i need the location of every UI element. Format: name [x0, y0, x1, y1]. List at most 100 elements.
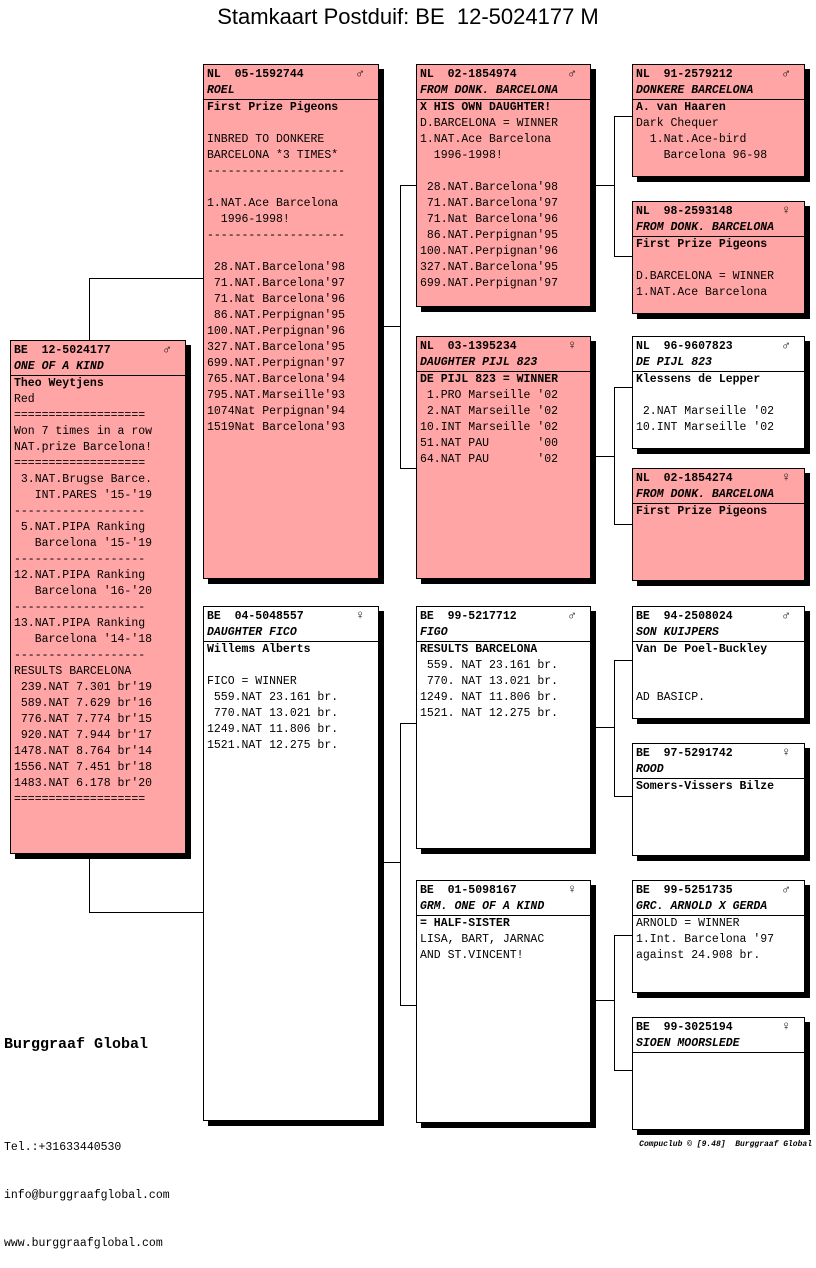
ring-number-text: BE 97-5291742 — [636, 747, 733, 760]
pedigree-notes: Dark Chequer 1.Nat.Ace-bird Barcelona 96… — [633, 116, 804, 164]
note-line: 795.NAT.Marseille'93 — [207, 389, 346, 402]
sex-icon: ♀ — [782, 745, 790, 760]
note-line — [636, 674, 801, 690]
ring-number: BE 99-3025194♀ — [633, 1019, 804, 1036]
note-line: FICO = WINNER — [207, 675, 297, 688]
sex-icon: ♂ — [568, 608, 576, 623]
owner-line: First Prize Pigeons — [636, 238, 768, 251]
sex-icon: ♀ — [782, 203, 790, 218]
pigeon-card-ggp-8[interactable]: BE 99-3025194♀SIOEN MOORSLEDE — [632, 1017, 805, 1130]
note-line: 770. NAT 13.021 br. — [420, 675, 559, 688]
note-line — [420, 164, 587, 180]
ring-number: NL 02-1854974♂ — [417, 66, 590, 83]
pigeon-name: FIGO — [417, 625, 590, 642]
ring-number: BE 04-5048557♀ — [204, 608, 378, 625]
pigeon-name: FROM DONK. BARCELONA — [633, 220, 804, 237]
note-line: =================== — [14, 457, 146, 470]
brand-name: Burggraaf Global — [4, 1036, 149, 1053]
pigeon-card-maternal-grandmother[interactable]: BE 01-5098167♀GRM. ONE OF A KIND= HALF-S… — [416, 880, 591, 1123]
note-line: 3.NAT.Brugse Barce. — [14, 473, 153, 486]
ring-number-text: BE 94-2508024 — [636, 610, 733, 623]
pigeon-name: GRC. ARNOLD X GERDA — [633, 899, 804, 916]
contact-website[interactable]: www.burggraafglobal.com — [4, 1237, 163, 1250]
note-line: 71.NAT.Barcelona'97 — [207, 277, 346, 290]
connector — [400, 468, 416, 469]
owner-line: Klessens de Lepper — [636, 373, 761, 386]
note-line: 10.INT Marseille '02 — [420, 421, 559, 434]
ring-number: NL 96-9607823♂ — [633, 338, 804, 355]
pedigree-notes: FICO = WINNER 559.NAT 23.161 br. 770.NAT… — [204, 658, 378, 754]
pigeon-name: GRM. ONE OF A KIND — [417, 899, 590, 916]
connector — [594, 727, 614, 728]
connector — [89, 912, 203, 913]
page-title: Stamkaart Postduif: BE 12-5024177 M — [217, 4, 599, 29]
ring-number-text: NL 96-9607823 — [636, 340, 733, 353]
note-line: 1.NAT.Ace Barcelona — [420, 133, 552, 146]
note-line: NAT.prize Barcelona! — [14, 441, 153, 454]
note-line — [207, 658, 375, 674]
note-line: RESULTS BARCELONA — [14, 665, 132, 678]
note-line: 699.NAT.Perpignan'97 — [420, 277, 559, 290]
note-line: Barcelona '16-'20 — [14, 585, 153, 598]
note-line: 1521. NAT 12.275 br. — [420, 707, 559, 720]
connector — [614, 116, 615, 256]
connector — [614, 796, 632, 797]
ring-number: NL 02-1854274♀ — [633, 470, 804, 487]
note-line: ------------------- — [14, 649, 146, 662]
ring-number: BE 99-5217712 ♂ — [417, 608, 590, 625]
sex-icon: ♂ — [568, 66, 576, 81]
ring-number-text: NL 03-1395234 — [420, 340, 517, 353]
connector — [614, 116, 632, 117]
sex-icon: ♂ — [163, 342, 171, 357]
note-line: 1.Nat.Ace-bird — [636, 133, 747, 146]
connector — [400, 723, 401, 1005]
note-line: INT.PARES '15-'19 — [14, 489, 153, 502]
note-line: 1478.NAT 8.764 br'14 — [14, 745, 153, 758]
pigeon-name: DONKERE BARCELONA — [633, 83, 804, 100]
note-line: 13.NAT.PIPA Ranking — [14, 617, 146, 630]
note-line: 1.NAT.Ace Barcelona — [207, 197, 339, 210]
note-line: 1521.NAT 12.275 br. — [207, 739, 339, 752]
note-line: 559. NAT 23.161 br. — [420, 659, 559, 672]
contact-email[interactable]: info@burggraafglobal.com — [4, 1189, 170, 1202]
connector — [400, 185, 401, 468]
note-line: 920.NAT 7.944 br'17 — [14, 729, 153, 742]
ring-number: NL 98-2593148♀ — [633, 203, 804, 220]
connector — [384, 862, 400, 863]
note-line: 71.Nat Barcelona'96 — [207, 293, 346, 306]
note-line: ------------------- — [14, 601, 146, 614]
note-line: 1.PRO Marseille '02 — [420, 389, 559, 402]
connector — [594, 185, 614, 186]
connector — [89, 278, 90, 340]
note-line: 71.NAT.Barcelona'97 — [420, 197, 559, 210]
connector — [614, 387, 615, 524]
note-line: Won 7 times in a row — [14, 425, 153, 438]
ring-number-text: BE 99-5217712 — [420, 610, 517, 623]
connector — [89, 278, 203, 279]
pedigree-notes: 559. NAT 23.161 br. 770. NAT 13.021 br. 1… — [417, 658, 590, 722]
note-line: AD BASICP. — [636, 691, 706, 704]
note-line: 1996-1998! — [207, 213, 290, 226]
note-line: 86.NAT.Perpignan'95 — [420, 229, 559, 242]
note-line: =================== — [14, 793, 146, 806]
note-line — [636, 388, 801, 404]
note-line: LISA, BART, JARNAC — [420, 933, 545, 946]
connector — [400, 723, 416, 724]
note-line: =================== — [14, 409, 146, 422]
note-line: ARNOLD = WINNER — [636, 917, 740, 930]
owner-line: Willems Alberts — [207, 643, 311, 656]
